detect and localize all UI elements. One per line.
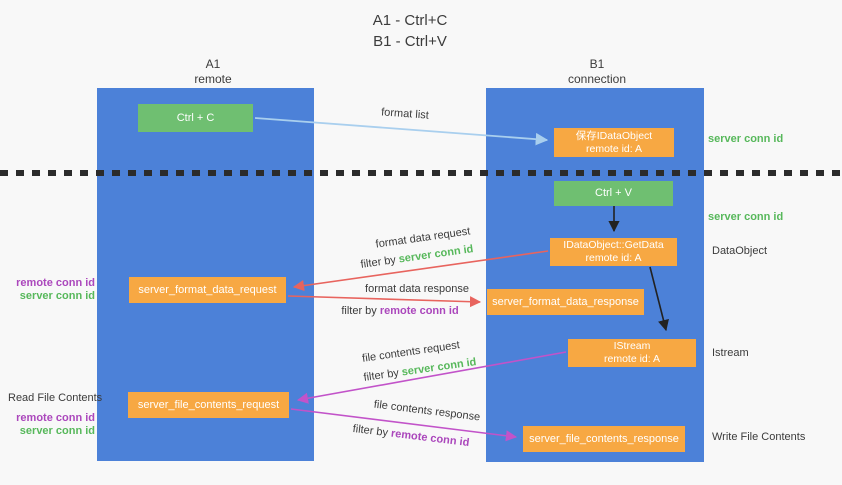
title-line-2: B1 - Ctrl+V <box>373 33 447 50</box>
format-list-arrow <box>254 117 549 146</box>
lane-b-title: B1 <box>589 57 605 71</box>
remote-conn-id-text: remote conn id <box>379 305 459 317</box>
annotation-write-file-contents: Write File Contents <box>712 431 806 443</box>
title-line-1: A1 - Ctrl+C <box>372 12 448 29</box>
annotation-istream: Istream <box>712 347 749 359</box>
node-ctrl-c: Ctrl + C <box>138 104 253 132</box>
annotation-conn-ids-left-2: remote conn id server conn id <box>0 412 95 438</box>
file-contents-response-arrow <box>290 408 518 442</box>
node-idataobject-getdata: IDataObject::GetData remote id: A <box>550 238 677 266</box>
annotation-remote-conn-id-2: remote conn id <box>16 412 95 424</box>
lane-a-subtitle: remote <box>194 72 232 86</box>
node-server-format-data-request: server_format_data_request <box>129 277 286 303</box>
node-file-request-label: server_file_contents_request <box>137 398 280 411</box>
annotation-server-conn-id-2: server conn id <box>19 425 95 437</box>
node-getdata-line1: IDataObject::GetData <box>563 239 664 251</box>
annotation-server-conn-id-mid: server conn id <box>708 211 784 223</box>
format-data-response-arrow <box>287 295 482 308</box>
annotation-read-file-contents: Read File Contents <box>8 392 103 404</box>
node-save-idataobject-line1: 保存IDataObject <box>575 129 653 142</box>
filter-by-text: filter by <box>341 305 380 317</box>
node-save-idataobject-line2: remote id: A <box>585 142 643 155</box>
getdata-to-istream-arrow <box>649 266 669 332</box>
diagram-title: A1 - Ctrl+C B1 - Ctrl+V <box>340 10 480 52</box>
node-file-response-label: server_file_contents_response <box>529 432 679 445</box>
lane-a-title: A1 <box>205 57 221 71</box>
annotation-server-conn-id-top: server conn id <box>708 133 784 145</box>
node-istream-line1: IStream <box>613 340 651 352</box>
edge-label-format-data-response: format data response <box>365 283 469 295</box>
annotation-server-conn-id-1: server conn id <box>19 290 95 302</box>
format-data-request-arrow <box>292 250 549 292</box>
node-server-file-contents-response: server_file_contents_response <box>523 426 685 452</box>
node-ctrl-c-label: Ctrl + C <box>176 111 215 124</box>
lane-a-header: A1 remote <box>153 57 273 87</box>
node-ctrl-v: Ctrl + V <box>554 181 673 206</box>
node-ctrl-v-label: Ctrl + V <box>595 187 632 199</box>
annotation-remote-conn-id-1: remote conn id <box>16 277 95 289</box>
node-getdata-line2: remote id: A <box>585 252 642 264</box>
annotation-dataobject: DataObject <box>712 245 768 257</box>
file-contents-request-arrow <box>296 351 567 404</box>
node-server-file-contents-request: server_file_contents_request <box>128 392 289 418</box>
lane-b-subtitle: connection <box>567 72 627 86</box>
node-server-format-data-response: server_format_data_response <box>487 289 644 315</box>
node-istream: IStream remote id: A <box>568 339 696 367</box>
node-istream-line2: remote id: A <box>603 353 661 365</box>
node-format-response-label: server_format_data_response <box>492 295 639 308</box>
lane-b-header: B1 connection <box>537 57 657 87</box>
annotation-conn-ids-left-1: remote conn id server conn id <box>0 277 95 303</box>
session-separator-dashed-line <box>0 170 842 176</box>
edge-label-filter-remote-conn-1: filter by remote conn id <box>341 305 458 317</box>
node-format-request-label: server_format_data_request <box>138 283 277 296</box>
node-save-idataobject: 保存IDataObject remote id: A <box>554 128 674 157</box>
